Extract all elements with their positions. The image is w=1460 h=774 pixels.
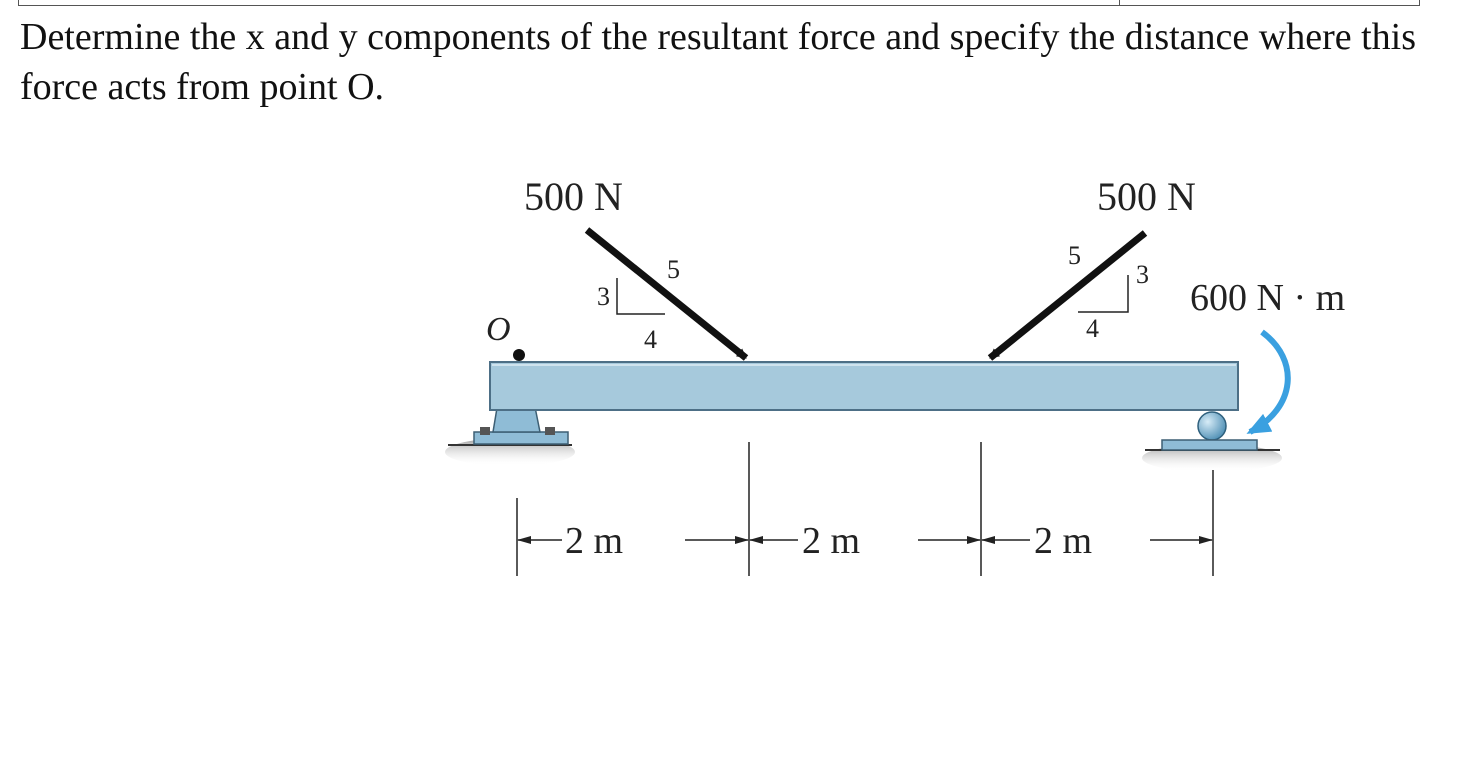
beam [489,361,1239,411]
dim-1-label: 2 m [565,520,623,562]
point-o-dot [513,349,525,361]
force-right-magnitude: 500 N [1097,174,1196,219]
couple-moment-arrow [1246,329,1291,435]
top-frame [18,0,1420,6]
top-frame-divider [1119,0,1120,6]
slope-left-horiz: 4 [644,325,657,354]
dim-2-label: 2 m [802,520,860,562]
couple-moment-label: 600 N · m [1190,277,1345,319]
slope-triangle-right [1078,275,1129,313]
slope-right-hyp: 5 [1068,241,1081,270]
dim-3-label: 2 m [1034,520,1092,562]
point-o-label: O [486,311,511,348]
slope-right-vert: 3 [1136,260,1149,289]
roller-support [1161,411,1258,451]
force-right-arrow [987,230,1148,361]
force-left-arrow [584,227,749,361]
slope-right-horiz: 4 [1086,314,1099,343]
question-text: Determine the x and y components of the … [20,16,1417,108]
slope-left-hyp: 5 [667,255,680,284]
slope-left-vert: 3 [597,282,610,311]
force-left-magnitude: 500 N [524,174,623,219]
slope-triangle-left [616,278,665,315]
